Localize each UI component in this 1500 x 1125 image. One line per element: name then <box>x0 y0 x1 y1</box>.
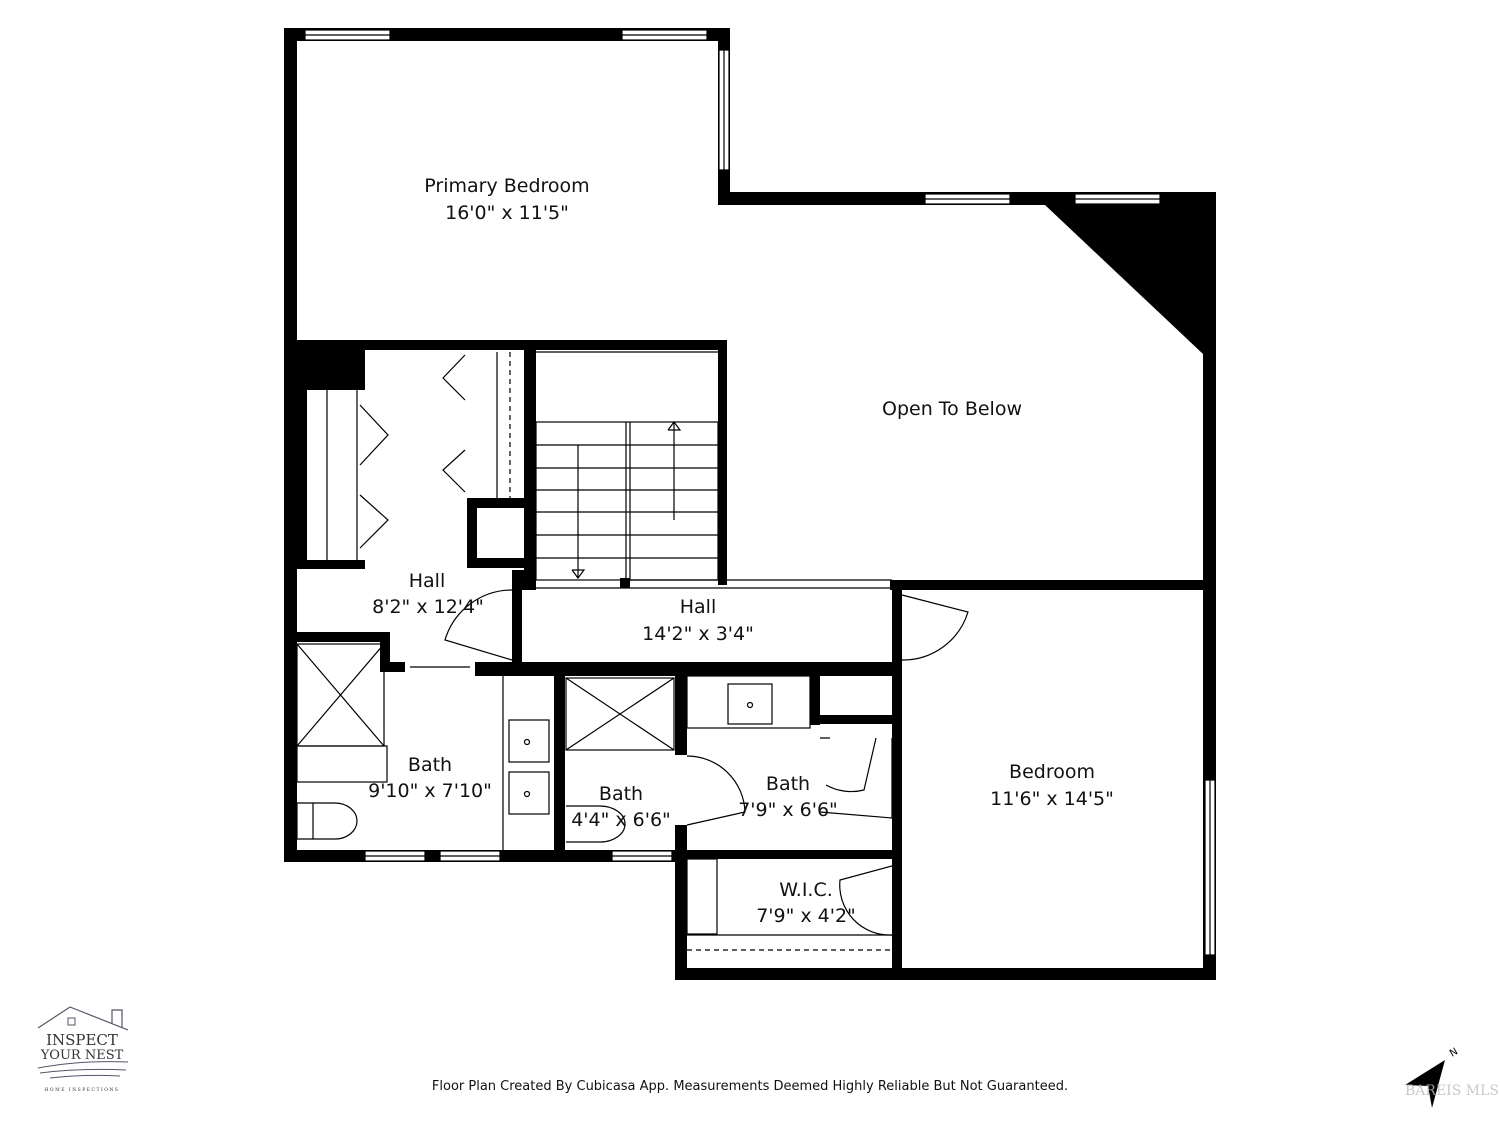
room-bedroom: Bedroom 11'6" x 14'5" <box>990 761 1114 810</box>
room-bath-2: Bath 4'4" x 6'6" <box>571 783 671 831</box>
doors-and-fixtures <box>296 352 969 951</box>
svg-text:INSPECT: INSPECT <box>46 1031 118 1049</box>
svg-text:14'2" x 3'4": 14'2" x 3'4" <box>642 623 754 645</box>
svg-text:Hall: Hall <box>409 570 446 592</box>
svg-text:4'4" x 6'6": 4'4" x 6'6" <box>571 809 671 831</box>
room-primary-bedroom: Primary Bedroom 16'0" x 11'5" <box>424 175 589 224</box>
svg-text:Primary Bedroom: Primary Bedroom <box>424 175 589 197</box>
svg-text:W.I.C.: W.I.C. <box>779 879 833 901</box>
svg-text:11'6" x 14'5": 11'6" x 14'5" <box>990 788 1114 810</box>
svg-text:7'9" x 6'6": 7'9" x 6'6" <box>738 799 838 821</box>
windows <box>304 29 1216 956</box>
svg-text:9'10" x 7'10": 9'10" x 7'10" <box>368 780 492 802</box>
svg-text:Bath: Bath <box>766 773 810 795</box>
svg-text:7'9" x 4'2": 7'9" x 4'2" <box>756 905 856 927</box>
svg-text:YOUR NEST: YOUR NEST <box>40 1048 124 1063</box>
svg-text:8'2" x 12'4": 8'2" x 12'4" <box>372 596 484 618</box>
svg-text:Bath: Bath <box>599 783 643 805</box>
svg-text:Hall: Hall <box>680 596 717 618</box>
walls <box>284 28 1216 980</box>
room-open-to-below: Open To Below <box>882 398 1022 420</box>
room-hall-2: Hall 14'2" x 3'4" <box>642 596 754 645</box>
room-wic: W.I.C. 7'9" x 4'2" <box>756 879 856 927</box>
mls-watermark: BAREIS MLS <box>1405 1083 1499 1099</box>
staircase <box>535 351 892 589</box>
footer-disclaimer: Floor Plan Created By Cubicasa App. Meas… <box>432 1079 1068 1094</box>
room-hall-1: Hall 8'2" x 12'4" <box>372 570 484 618</box>
svg-text:Open To Below: Open To Below <box>882 398 1022 420</box>
svg-text:Bath: Bath <box>408 754 452 776</box>
svg-text:16'0" x 11'5": 16'0" x 11'5" <box>445 202 569 224</box>
inspect-your-nest-logo: INSPECT YOUR NEST HOME INSPECTIONS <box>37 1006 129 1093</box>
svg-text:Bedroom: Bedroom <box>1009 761 1095 783</box>
svg-text:N: N <box>1448 1046 1460 1059</box>
room-bath-3: Bath 7'9" x 6'6" <box>738 773 838 821</box>
svg-text:HOME INSPECTIONS: HOME INSPECTIONS <box>45 1087 120 1093</box>
north-arrow-icon: N BAREIS MLS <box>1405 1046 1499 1108</box>
room-bath-1: Bath 9'10" x 7'10" <box>368 754 492 802</box>
